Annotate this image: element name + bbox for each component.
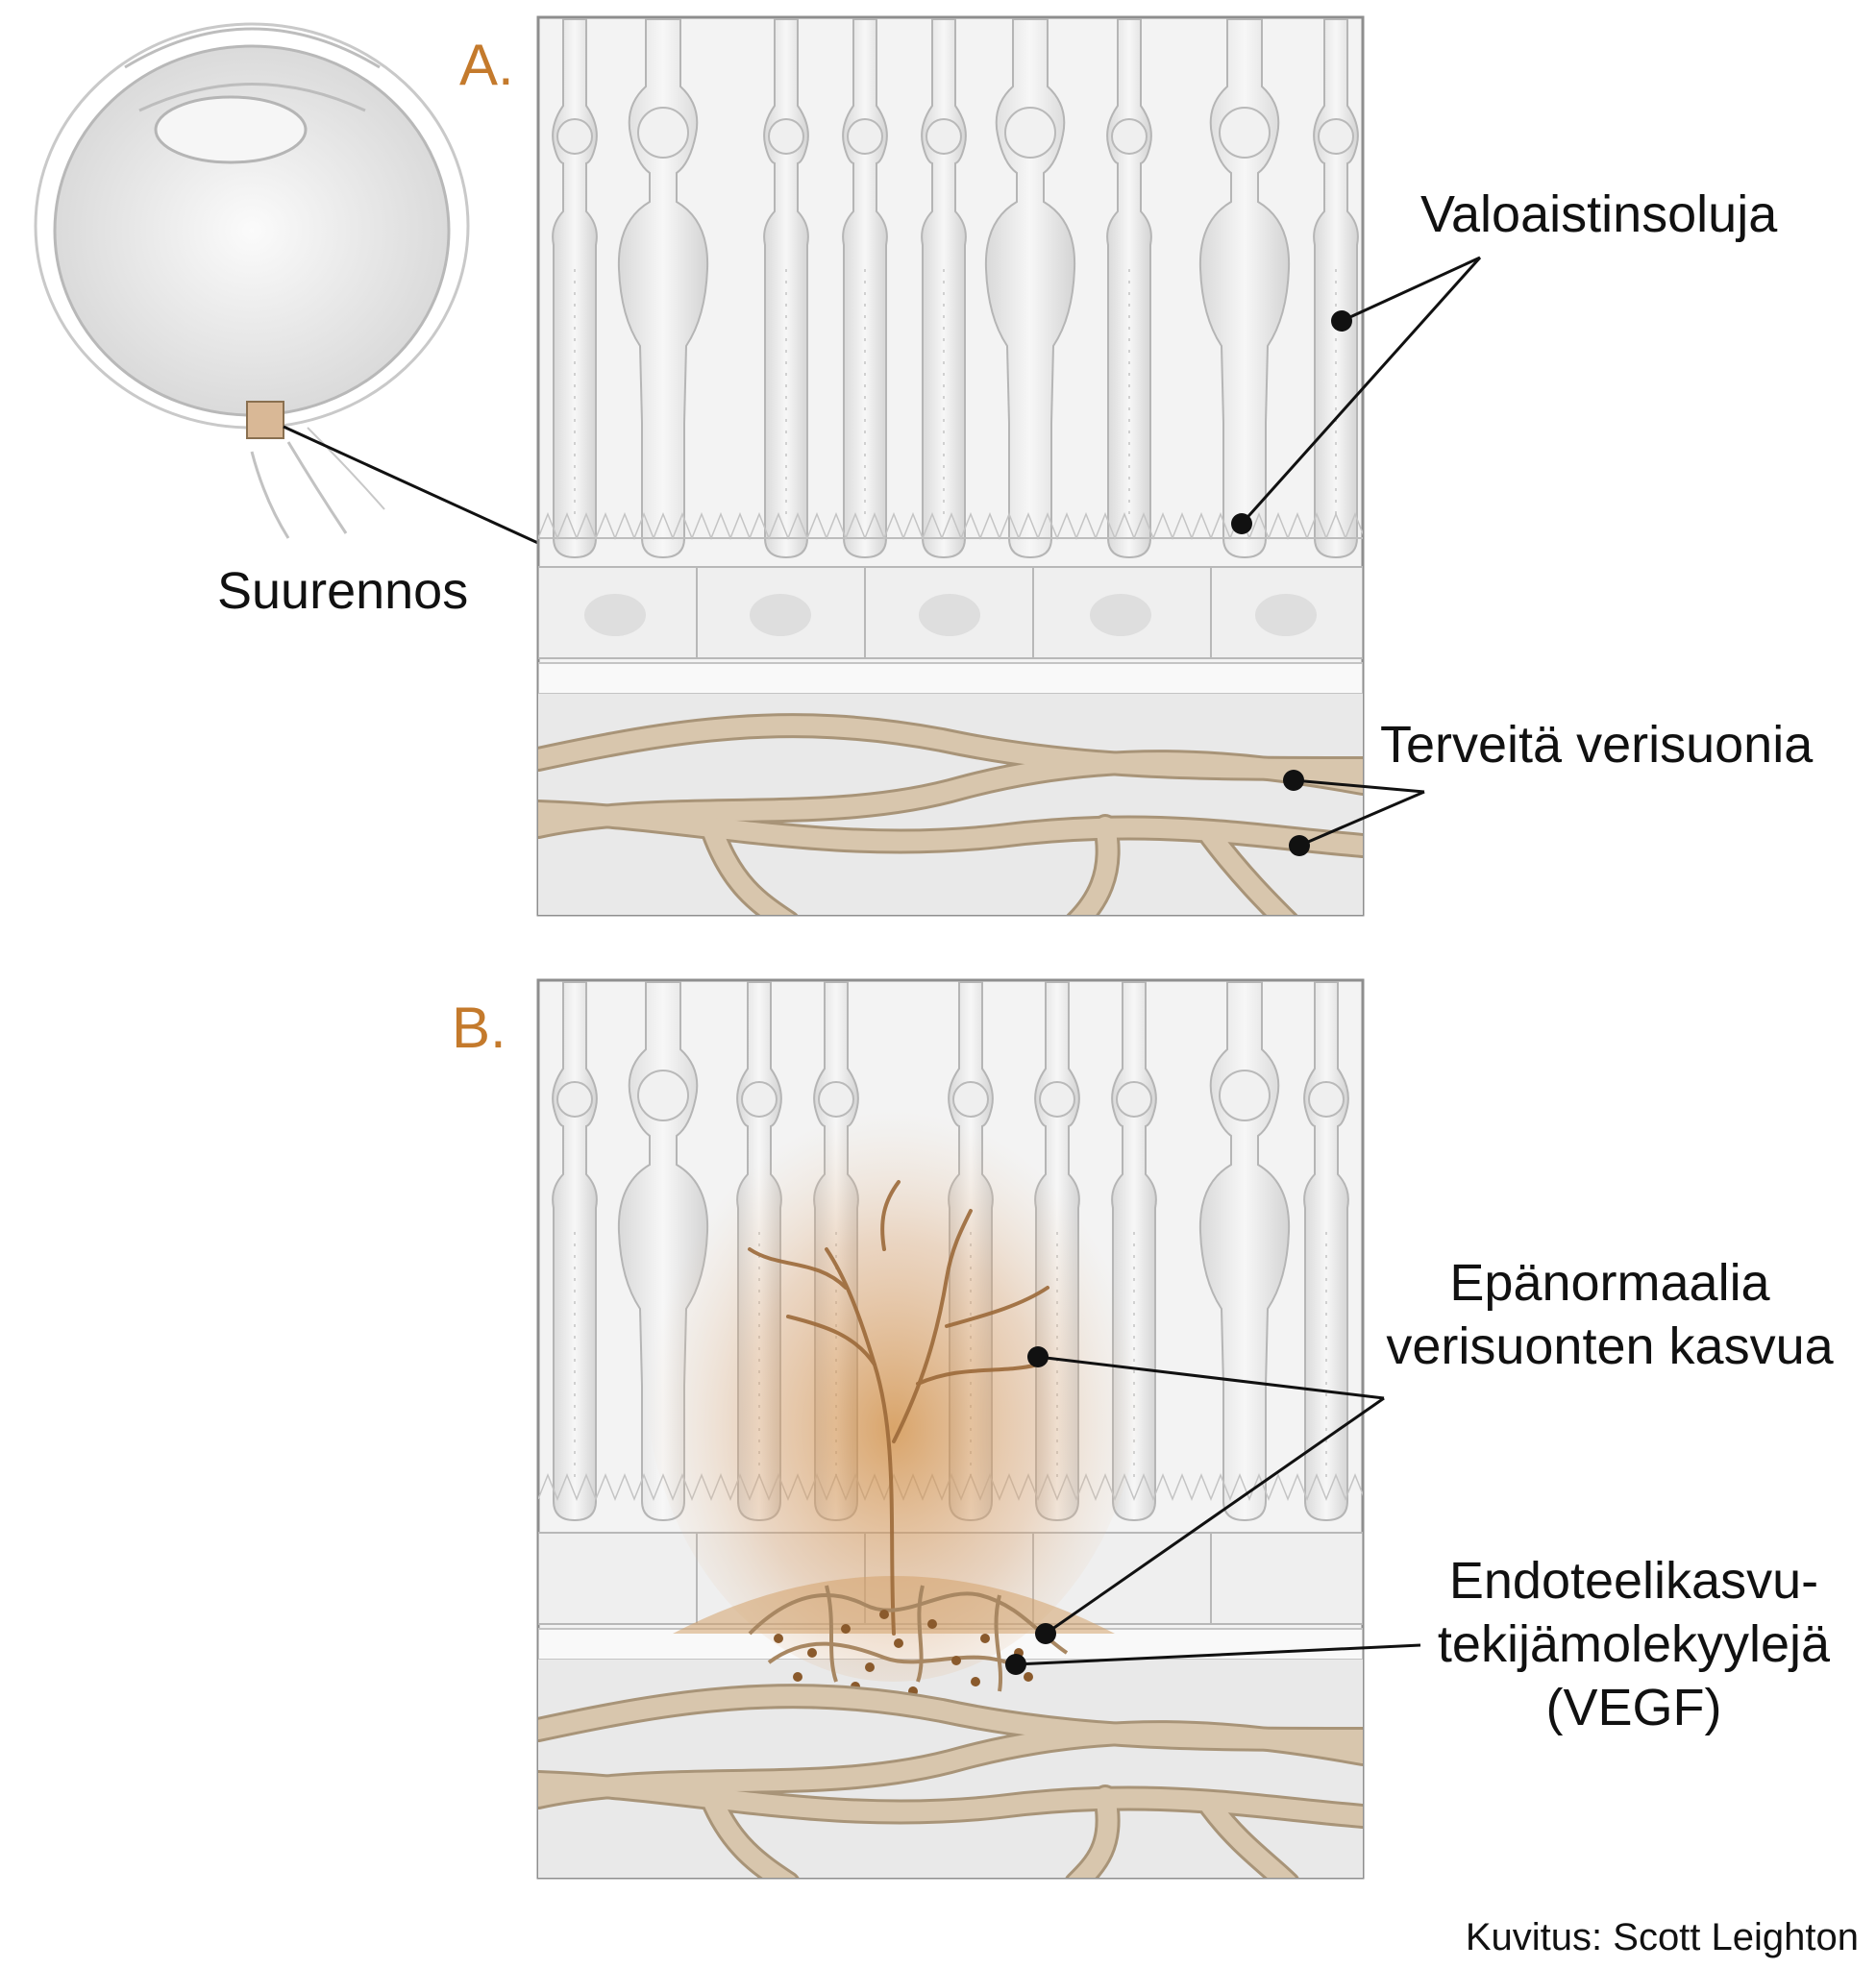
- vessel-leader-lines: [1293, 778, 1425, 848]
- photoreceptors-label: Valoaistinsoluja: [1420, 185, 1778, 243]
- vegf-label-line-2: tekijämolekyylejä: [1437, 1615, 1831, 1673]
- magnification-leader-line: [283, 425, 541, 546]
- vegf-label-line-1: Endoteelikasvu-: [1448, 1552, 1819, 1610]
- abnormal-growth-label-line-2: verisuonten kasvua: [1386, 1317, 1834, 1375]
- photoreceptor-pointer-dot: [1331, 310, 1352, 332]
- abnormal-growth-label: Epänormaalia verisuonten kasvua: [1365, 1251, 1855, 1378]
- vegf-label: Endoteelikasvu- tekijämolekyylejä (VEGF): [1413, 1549, 1855, 1739]
- abnormal-growth-pointer-dot: [1027, 1346, 1049, 1367]
- panel-b: [536, 978, 1365, 1880]
- illustration-credit: Kuvitus: Scott Leighton: [1465, 1916, 1859, 1958]
- healthy-vessels-label: Terveitä verisuonia: [1380, 716, 1814, 774]
- panel-b-letter: B.: [452, 996, 506, 1060]
- photoreceptor-pointer-dot: [1231, 513, 1252, 534]
- panel-a-letter: A.: [459, 33, 514, 97]
- photoreceptor-leader-lines: [1240, 256, 1482, 526]
- vegf-leader-line: [1015, 1643, 1421, 1666]
- vessel-pointer-dot: [1289, 835, 1310, 856]
- magnification-box: [246, 401, 284, 439]
- vessel-pointer-dot: [1283, 770, 1304, 791]
- abnormal-growth-pointer-dot: [1035, 1623, 1056, 1644]
- abnormal-growth-label-line-1: Epänormaalia: [1449, 1254, 1770, 1312]
- abnormal-growth-leader-lines: [1037, 1355, 1385, 1636]
- vegf-pointer-dot: [1005, 1654, 1026, 1675]
- vegf-label-line-3: (VEGF): [1545, 1679, 1722, 1736]
- magnification-label: Suurennos: [217, 562, 469, 620]
- panel-a: [536, 15, 1365, 917]
- eyeball-drawing: [34, 22, 470, 539]
